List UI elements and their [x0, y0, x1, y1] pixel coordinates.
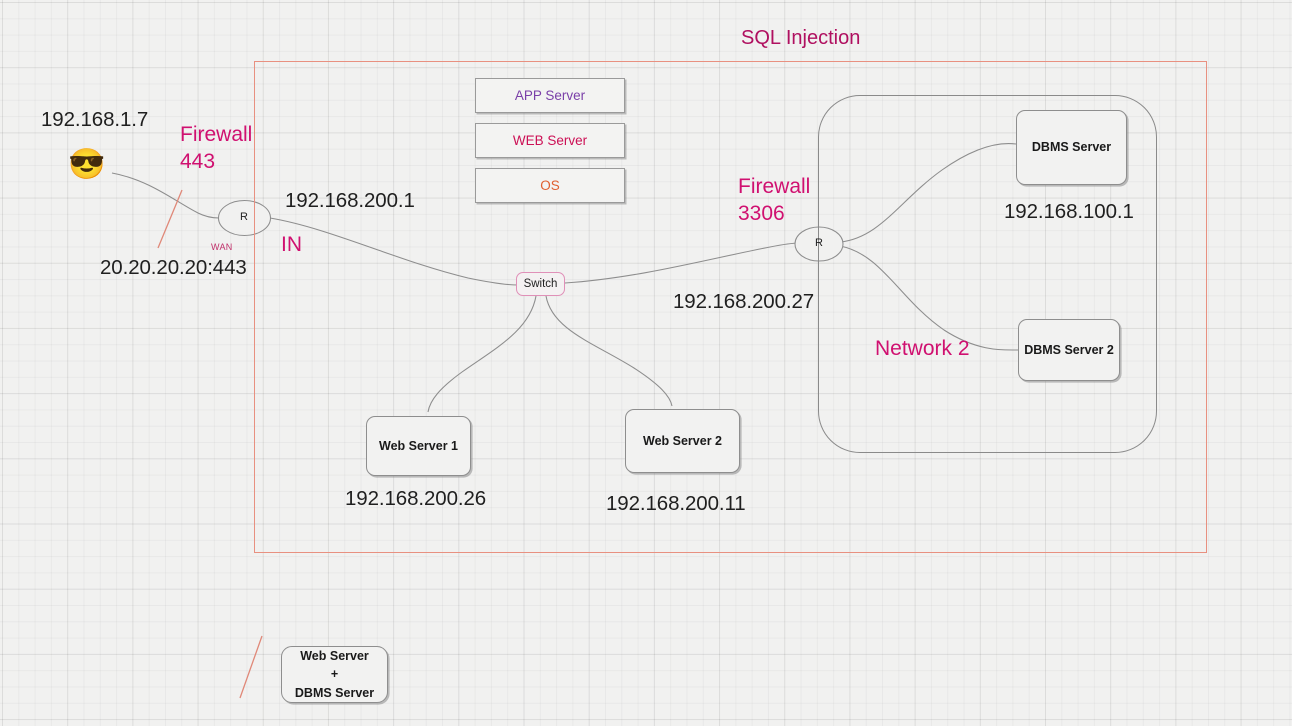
firewall-slash-icon-1: [157, 189, 183, 249]
legend-line-2: +: [330, 667, 339, 682]
router-2-lan-ip: 192.168.200.27: [673, 290, 815, 313]
web-server-1-ip: 192.168.200.26: [345, 487, 487, 510]
dbms-server-node[interactable]: DBMS Server: [1016, 110, 1127, 185]
router-2-label: R: [815, 237, 823, 249]
stack-os: OS: [475, 168, 625, 203]
legend-line-1: Web Server: [300, 649, 369, 664]
firewall-1-name: Firewall: [180, 123, 253, 146]
firewall-2-name: Firewall: [738, 175, 811, 198]
firewall-2-port: 3306: [738, 202, 785, 225]
stack-app-server: APP Server: [475, 78, 625, 113]
web-server-1-node[interactable]: Web Server 1: [366, 416, 471, 476]
router-1-label: R: [240, 211, 248, 223]
sql-injection-zone-boundary: [254, 61, 1207, 553]
diagram-title: SQL Injection: [741, 27, 861, 49]
legend-combined-server-box: Web Server + DBMS Server: [281, 646, 388, 703]
dbms-server-2-node[interactable]: DBMS Server 2: [1018, 319, 1120, 381]
network2-container: [818, 95, 1157, 453]
switch-node[interactable]: Switch: [516, 272, 565, 296]
router-1-wan-tag: WAN: [211, 242, 233, 252]
dbms-server-ip: 192.168.100.1: [1004, 200, 1134, 223]
router-1-lan-ip: 192.168.200.1: [285, 189, 415, 212]
stack-web-server: WEB Server: [475, 123, 625, 158]
network2-label: Network 2: [875, 337, 970, 360]
web-server-2-ip: 192.168.200.11: [606, 492, 746, 515]
router-1-zone-tag: IN: [281, 233, 302, 256]
client-public-address-label: 20.20.20.20:443: [100, 256, 247, 279]
firewall-1-port: 443: [180, 150, 216, 173]
web-server-2-node[interactable]: Web Server 2: [625, 409, 740, 473]
client-ip-label: 192.168.1.7: [41, 108, 149, 131]
legend-firewall-slash-icon: [239, 635, 263, 699]
legend-line-3: DBMS Server: [294, 685, 375, 700]
wire-client-to-router1: [111, 172, 220, 219]
sunglasses-face-emoji: 😎: [68, 148, 106, 181]
